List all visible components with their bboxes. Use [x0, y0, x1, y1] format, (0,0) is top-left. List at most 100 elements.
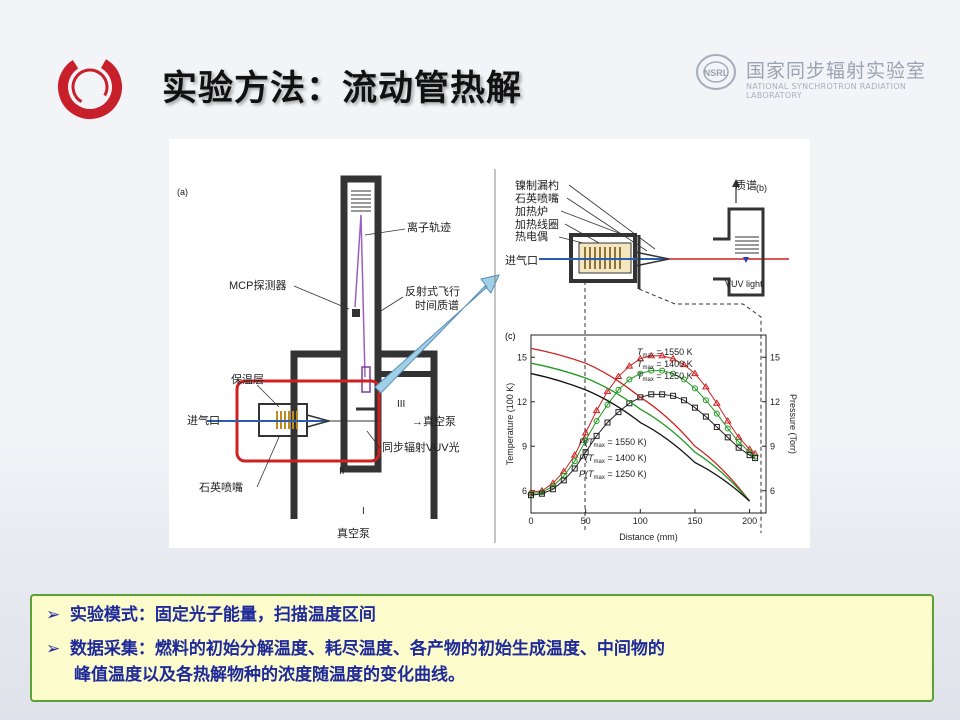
- note-item-data: ➢ 数据采集：燃料的初始分解温度、耗尽温度、各产物的初始生成温度、中间物的 峰值…: [46, 636, 916, 688]
- label-insulation: 保温层: [231, 372, 264, 386]
- note-text-data-line1: 数据采集：燃料的初始分解温度、耗尽温度、各产物的初始生成温度、中间物的: [69, 639, 665, 659]
- note-text-data-line2: 峰值温度以及各热解物种的浓度随温度的变化曲线。: [74, 665, 465, 685]
- data-point: [647, 351, 656, 359]
- data-point: [745, 445, 754, 452]
- data-point: [560, 477, 567, 484]
- label-nozzle-a: 石英喷嘴: [199, 480, 243, 494]
- y-left-tick-label: 15: [517, 352, 527, 362]
- legend-label: Tmax = 1550 K: [637, 347, 693, 359]
- data-point: [702, 413, 709, 420]
- series-line-temperature: [530, 370, 756, 495]
- legend-label: Tmax = 1400 K: [637, 359, 693, 371]
- note-text-mode: 实验模式：固定光子能量，扫描温度区间: [69, 605, 376, 625]
- chart-plot-area: [530, 334, 767, 514]
- data-point: [548, 479, 557, 486]
- notes-box: ➢ 实验模式：固定光子能量，扫描温度区间 ➢ 数据采集：燃料的初始分解温度、耗尽…: [30, 594, 934, 702]
- data-point: [614, 372, 623, 380]
- logo-icon: [58, 55, 122, 119]
- data-point: [570, 451, 579, 458]
- series-line-pressure: [530, 372, 751, 502]
- y-right-tick-label: 15: [770, 352, 780, 362]
- series-line-temperature: [530, 355, 756, 493]
- data-point: [593, 418, 600, 425]
- panel-b-label: (b): [756, 183, 767, 193]
- data-point: [702, 382, 710, 390]
- y-left-tick-label: 9: [522, 441, 527, 451]
- data-point: [713, 423, 720, 430]
- data-point: [670, 370, 677, 377]
- panel-a: (a) 离子轨迹 MCP: [177, 175, 500, 540]
- series-line-temperature: [530, 393, 756, 496]
- data-point: [670, 392, 677, 399]
- label-vacuum-right: →真空泵: [412, 414, 456, 428]
- panel-b: (b) 镍制漏杓 石英喷嘴 加热炉 加热线圈 热电偶 进气口: [505, 178, 789, 533]
- data-point: [592, 406, 601, 414]
- data-point: [582, 437, 589, 444]
- institution-name-cn: 国家同步辐射实验室: [746, 60, 927, 82]
- y-right-tick-label: 12: [770, 397, 780, 407]
- data-point: [691, 385, 698, 392]
- label-heating-coil: 加热线圈: [515, 217, 559, 231]
- data-point: [691, 404, 698, 411]
- data-point: [724, 434, 731, 441]
- x-tick-label: 100: [633, 516, 648, 526]
- legend-label: P(Tmax = 1250 K): [579, 469, 647, 481]
- y2-axis-label: Pressure (Torr): [788, 394, 798, 454]
- figure-panel: (a) 离子轨迹 MCP: [169, 139, 810, 548]
- label-vuv-light: VUV light: [725, 279, 763, 289]
- y-axis-label: Temperature (100 K): [505, 383, 515, 466]
- data-point: [604, 401, 611, 408]
- data-point: [712, 399, 721, 406]
- label-reflectron-1: 反射式飞行: [405, 284, 460, 298]
- label-chamber-iii: III: [397, 399, 405, 410]
- data-point: [582, 449, 589, 456]
- data-point: [637, 370, 644, 377]
- data-point: [713, 410, 720, 417]
- label-sr-vuv: 同步辐射VUV光: [382, 440, 460, 454]
- y-left-tick-label: 6: [522, 486, 527, 496]
- data-point: [648, 367, 655, 374]
- data-point: [604, 419, 611, 426]
- x-tick-label: 200: [742, 516, 757, 526]
- x-tick-label: 0: [528, 516, 533, 526]
- data-point: [735, 444, 742, 451]
- y-left-tick-label: 12: [517, 397, 527, 407]
- data-point: [735, 438, 742, 445]
- data-point: [560, 472, 567, 479]
- bullet-arrow-icon: ➢: [46, 605, 61, 625]
- label-gas-inlet-b: 进气口: [505, 253, 538, 267]
- data-point: [571, 458, 578, 465]
- panel-a-label: (a): [177, 187, 188, 197]
- legend-label: P(Tmax = 1400 K): [579, 453, 647, 465]
- bullet-arrow-icon: ➢: [46, 639, 61, 659]
- data-point: [723, 417, 732, 424]
- data-point: [593, 432, 600, 439]
- data-point: [681, 376, 688, 383]
- label-vacuum-bottom: 真空泵: [337, 526, 370, 540]
- label-furnace: 加热炉: [515, 205, 548, 218]
- label-thermocouple: 热电偶: [515, 230, 548, 243]
- label-chamber-i: I: [362, 506, 365, 517]
- note-item-mode: ➢ 实验模式：固定光子能量，扫描温度区间: [46, 602, 376, 628]
- data-point: [549, 486, 556, 493]
- data-point: [615, 409, 622, 416]
- data-point: [658, 351, 667, 359]
- data-point: [659, 391, 666, 398]
- data-point: [603, 387, 612, 394]
- data-point: [637, 394, 644, 401]
- data-point: [680, 360, 688, 368]
- label-quartz-nozzle: 石英喷嘴: [515, 191, 559, 205]
- svg-text:NSRL: NSRL: [704, 68, 729, 78]
- page-title: 实验方法：流动管热解: [162, 69, 523, 109]
- data-point: [681, 397, 688, 404]
- data-point: [669, 354, 677, 362]
- label-reflectron-2: 时间质谱: [415, 298, 459, 312]
- y-right-tick-label: 6: [770, 486, 775, 496]
- legend-label: Tmax = 1250 K: [637, 371, 693, 383]
- data-point: [626, 376, 633, 383]
- data-point: [648, 391, 655, 398]
- data-point: [724, 425, 731, 432]
- series-line-pressure: [530, 347, 751, 502]
